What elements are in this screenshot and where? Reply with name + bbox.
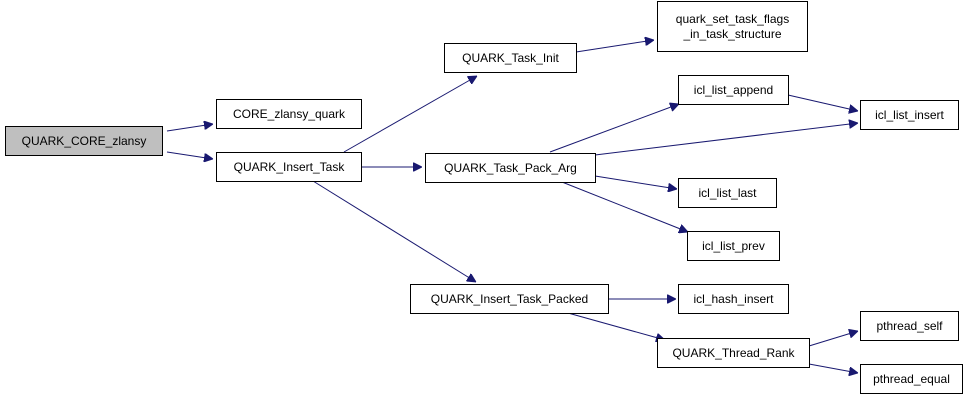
node-label: quark_set_task_flags (676, 12, 789, 26)
node-box[interactable] (410, 284, 609, 314)
node-label: QUARK_Insert_Task (234, 160, 346, 174)
node-box[interactable] (860, 311, 959, 341)
node-quark-insert-task-packed[interactable]: QUARK_Insert_Task_Packed (410, 284, 609, 314)
node-box[interactable] (216, 152, 362, 182)
edge-quark-task-pack-arg-to-icl-list-prev (561, 181, 688, 232)
node-quark-insert-task[interactable]: QUARK_Insert_Task (216, 152, 362, 182)
node-box[interactable] (678, 284, 789, 314)
edge-icl-list-append-to-icl-list-insert (787, 94, 858, 111)
node-label: icl_list_last (698, 186, 757, 200)
node-label: QUARK_CORE_zlansy (22, 134, 147, 148)
node-box[interactable] (657, 1, 808, 52)
node-box[interactable] (860, 100, 959, 130)
node-label: QUARK_Insert_Task_Packed (431, 292, 588, 306)
node-label: _in_task_structure (682, 27, 781, 41)
node-icl-list-last[interactable]: icl_list_last (678, 178, 777, 208)
edge-quark-insert-task-to-quark-insert-task-packed (312, 180, 476, 282)
edge-quark-thread-rank-to-pthread-equal (808, 363, 858, 373)
node-box[interactable] (425, 153, 596, 183)
node-quark-set-task-flags[interactable]: quark_set_task_flags_in_task_structure (657, 1, 808, 52)
edge-quark-insert-task-to-quark-task-init (343, 76, 477, 153)
node-label: pthread_self (876, 319, 943, 333)
node-icl-list-append[interactable]: icl_list_append (678, 75, 789, 105)
node-label: QUARK_Thread_Rank (672, 346, 795, 360)
node-box[interactable] (678, 178, 777, 208)
node-label: pthread_equal (873, 372, 950, 386)
node-label: QUARK_Task_Init (462, 51, 559, 65)
node-label: icl_list_append (694, 83, 773, 97)
node-box[interactable] (5, 126, 163, 156)
node-box[interactable] (444, 43, 577, 73)
node-label: icl_list_insert (875, 108, 944, 122)
node-box[interactable] (678, 75, 789, 105)
node-label: icl_list_prev (702, 239, 765, 253)
node-box[interactable] (860, 364, 963, 394)
edge-quark-core-zlansy-to-quark-insert-task (166, 151, 213, 159)
node-icl-list-insert[interactable]: icl_list_insert (860, 100, 959, 130)
node-quark-task-init[interactable]: QUARK_Task_Init (444, 43, 577, 73)
node-box[interactable] (216, 99, 362, 129)
edge-quark-task-init-to-quark-set-task-flags (575, 40, 654, 53)
node-quark-task-pack-arg[interactable]: QUARK_Task_Pack_Arg (425, 153, 596, 183)
edge-quark-thread-rank-to-pthread-self (808, 331, 858, 347)
edge-quark-task-pack-arg-to-icl-list-insert (594, 123, 858, 156)
node-box[interactable] (687, 231, 780, 261)
node-label: icl_hash_insert (693, 292, 774, 306)
node-quark-core-zlansy[interactable]: QUARK_CORE_zlansy (5, 126, 163, 156)
nodes-layer: QUARK_CORE_zlansyCORE_zlansy_quarkQUARK_… (5, 1, 963, 394)
node-box[interactable] (657, 338, 810, 368)
edges-layer (166, 40, 858, 373)
node-pthread-equal[interactable]: pthread_equal (860, 364, 963, 394)
edge-quark-core-zlansy-to-core-zlansy-quark (166, 124, 213, 132)
edge-quark-task-pack-arg-to-icl-list-last (594, 175, 677, 189)
node-quark-thread-rank[interactable]: QUARK_Thread_Rank (657, 338, 810, 368)
node-label: QUARK_Task_Pack_Arg (444, 161, 577, 175)
node-icl-list-prev[interactable]: icl_list_prev (687, 231, 780, 261)
edge-quark-task-pack-arg-to-icl-list-append (549, 104, 679, 153)
node-core-zlansy-quark[interactable]: CORE_zlansy_quark (216, 99, 362, 129)
node-icl-hash-insert[interactable]: icl_hash_insert (678, 284, 789, 314)
edge-quark-insert-task-packed-to-quark-thread-rank (567, 312, 665, 340)
node-pthread-self[interactable]: pthread_self (860, 311, 959, 341)
node-label: CORE_zlansy_quark (233, 107, 346, 121)
